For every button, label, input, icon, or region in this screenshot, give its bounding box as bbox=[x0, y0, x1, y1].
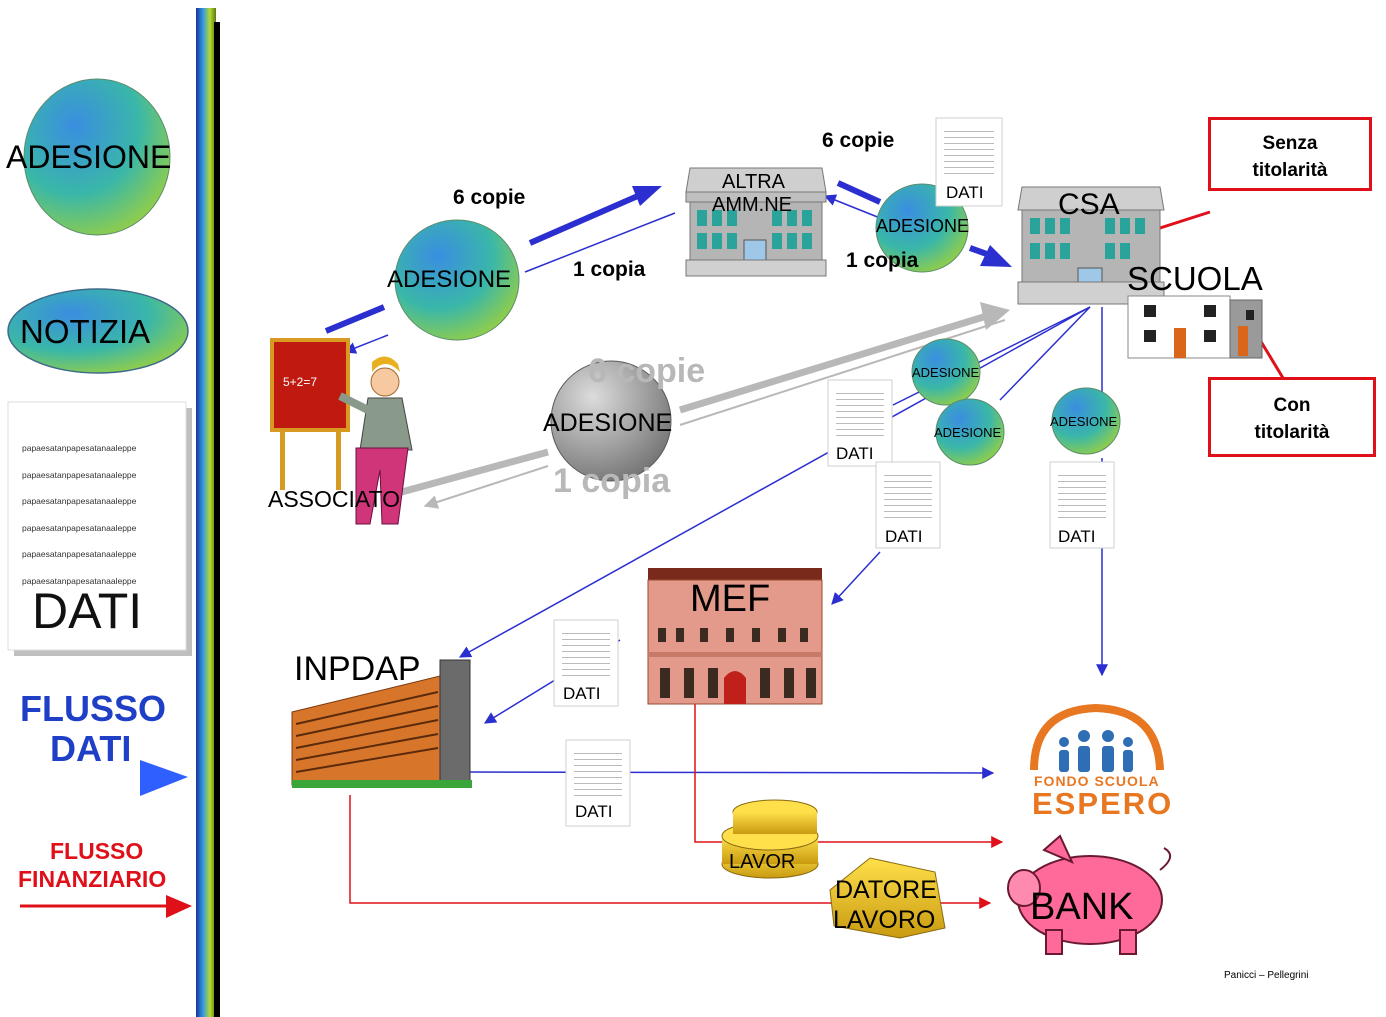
adesione-ball-small-1 bbox=[911, 338, 981, 406]
legend-adesione-ball bbox=[23, 78, 171, 236]
legend-notizia-ball bbox=[7, 288, 189, 374]
label-6copie-grey: 6 copie bbox=[588, 352, 706, 390]
legend-notizia-label: NOTIZIA bbox=[20, 313, 151, 350]
dati-label-right: DATI bbox=[1058, 527, 1096, 546]
adesione-label-csa: ADESIONE bbox=[876, 216, 970, 236]
callout-con-titolarita: Con titolarità bbox=[1208, 377, 1376, 457]
dati-label-top: DATI bbox=[946, 183, 984, 202]
dati-label-mid: DATI bbox=[885, 527, 923, 546]
flow-altra-to-associato-1copia bbox=[524, 212, 676, 273]
flow-associato-to-altra-6copie bbox=[528, 186, 662, 246]
label-1copia-associato: 1 copia bbox=[573, 258, 646, 281]
flow-to-mef-arrow bbox=[831, 551, 881, 605]
altra-label: ALTRA bbox=[722, 171, 785, 193]
label-1copia-grey: 1 copia bbox=[553, 462, 671, 500]
legend-dati-line: papaesatanpapesatanaaleppe bbox=[22, 443, 137, 453]
callout-con-line1: Con bbox=[1273, 395, 1311, 416]
dati-lines-right bbox=[1058, 470, 1106, 518]
legend-divider-bar bbox=[196, 8, 220, 1017]
associato-label: ASSOCIATO bbox=[268, 486, 401, 512]
callout-senza-titolarita: Senza titolarità bbox=[1208, 117, 1372, 191]
dati-label-mid-left: DATI bbox=[836, 444, 874, 463]
legend-dati-document-icon bbox=[7, 401, 192, 656]
legend-dati-line: papaesatanpapesatanaaleppe bbox=[22, 496, 137, 506]
legend-flusso-dati-sub: DATI bbox=[50, 728, 132, 769]
scuola-building bbox=[1127, 295, 1263, 359]
flow-fin-inpdap-to-bank bbox=[349, 795, 992, 909]
flow-thick-altra-csa bbox=[836, 180, 882, 205]
adesione-ball-small-3 bbox=[1051, 387, 1121, 455]
bank-label: BANK bbox=[1030, 886, 1134, 928]
legend-dati-line: papaesatanpapesatanaaleppe bbox=[22, 522, 137, 533]
datore-label: DATORE bbox=[835, 876, 937, 904]
lavor-label: LAVOR bbox=[729, 851, 796, 873]
callout-senza-line1: Senza bbox=[1262, 133, 1318, 154]
adesione-ball-small-2 bbox=[935, 398, 1005, 466]
legend-dati-lines: papaesatanpapesatanaaleppe papaesatanpap… bbox=[22, 435, 182, 594]
gold-coins-icon bbox=[721, 799, 819, 879]
adesione-label-grey: ADESIONE bbox=[543, 409, 673, 437]
lavoro-label: LAVORO bbox=[833, 906, 936, 934]
ammne-label: AMM.NE bbox=[712, 194, 792, 216]
flow-grey-associato-csa-6copie bbox=[397, 302, 1010, 497]
flow-csa-to-altra bbox=[823, 194, 881, 219]
callout-con-line2: titolarità bbox=[1254, 422, 1330, 443]
piggy-bank-icon bbox=[1007, 834, 1171, 955]
mef-label: MEF bbox=[690, 578, 771, 620]
flow-fin-mef-to-bank bbox=[694, 702, 1004, 848]
adesione-label-small-1: ADESIONE bbox=[912, 365, 980, 380]
label-6copie-associato: 6 copie bbox=[453, 186, 526, 209]
flow-csa-to-mef-b bbox=[999, 306, 1091, 401]
dati-lines-inpdap bbox=[574, 748, 622, 796]
gold-bar-icon bbox=[829, 857, 946, 939]
scuola-label: SCUOLA bbox=[1127, 260, 1263, 297]
label-6copie-csa: 6 copie bbox=[822, 129, 895, 152]
flow-grey-csa-associato-1copia bbox=[423, 319, 1006, 509]
adesione-label-associato: ADESIONE bbox=[387, 266, 512, 293]
flow-to-associato-arrow bbox=[343, 334, 389, 354]
legend-dati-line: papaesatanpapesatanaaleppe bbox=[22, 575, 137, 586]
fondo-scuola-label: FONDO SCUOLA bbox=[1034, 773, 1160, 789]
dati-label-inpdap: DATI bbox=[575, 802, 613, 821]
legend-blue-arrow-icon bbox=[20, 760, 188, 796]
csa-label: CSA bbox=[1058, 188, 1120, 221]
legend-adesione-label: ADESIONE bbox=[6, 139, 172, 175]
mef-building bbox=[647, 568, 823, 705]
dati-lines-mef bbox=[562, 628, 610, 676]
dati-label-mef: DATI bbox=[563, 684, 601, 703]
inpdap-building bbox=[291, 659, 472, 788]
blackboard-text: 5+2=7 bbox=[283, 375, 318, 389]
dati-lines-mid-left bbox=[836, 388, 884, 436]
adesione-label-small-3: ADESIONE bbox=[1050, 414, 1118, 429]
legend-dati-label: DATI bbox=[32, 583, 143, 639]
label-1copia-csa: 1 copia bbox=[846, 249, 919, 272]
altra-amm-building bbox=[685, 167, 827, 277]
flow-altra-to-csa-thick bbox=[968, 245, 1012, 267]
legend-dati-line: papaesatanpapesatanaaleppe bbox=[22, 549, 137, 559]
legend-flusso-fin-title: FLUSSO bbox=[50, 838, 144, 864]
associato-teacher-figure bbox=[270, 338, 413, 525]
flow-csa-to-inpdap bbox=[458, 306, 1091, 658]
adesione-ball-grey bbox=[550, 360, 672, 482]
legend-flusso-dati-title: FLUSSO bbox=[20, 688, 167, 729]
inpdap-label: INPDAP bbox=[294, 650, 421, 688]
callout-senza-line2: titolarità bbox=[1252, 160, 1328, 181]
fondo-scuola-espero-logo bbox=[1030, 703, 1164, 772]
legend-dati-line: papaesatanpapesatanaaleppe bbox=[22, 469, 137, 480]
flow-thick-to-associato bbox=[324, 304, 386, 334]
flow-inpdap-to-espero bbox=[469, 766, 995, 779]
legend-flusso-fin-sub: FINANZIARIO bbox=[18, 866, 167, 892]
espero-label: ESPERO bbox=[1032, 786, 1174, 821]
footer-credit: Panicci – Pellegrini bbox=[1224, 970, 1309, 981]
csa-building bbox=[1017, 186, 1165, 305]
dati-lines-top bbox=[944, 126, 994, 176]
adesione-ball-associato bbox=[394, 219, 520, 341]
dati-lines-mid bbox=[884, 470, 932, 518]
adesione-label-small-2: ADESIONE bbox=[934, 425, 1002, 440]
legend-red-arrow-icon bbox=[20, 895, 192, 918]
